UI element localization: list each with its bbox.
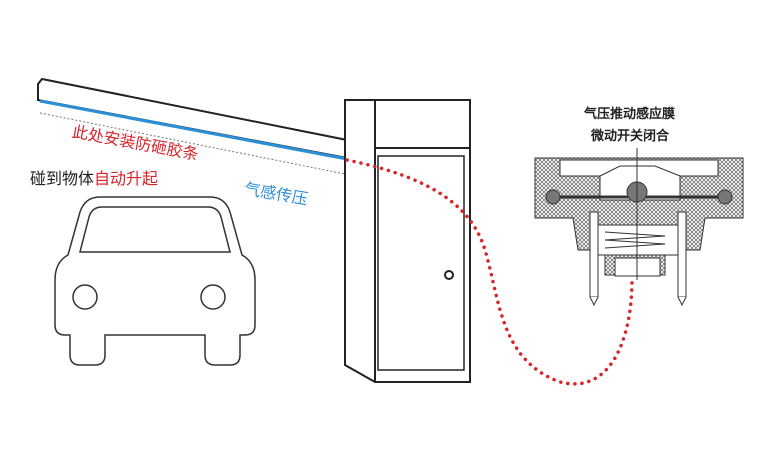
pin-left	[589, 211, 599, 298]
air-pressure-path	[345, 158, 634, 386]
barrier-cabinet	[344, 99, 471, 383]
spring	[604, 231, 666, 249]
sensor-diagram	[534, 148, 744, 307]
cabinet-door	[377, 155, 465, 371]
headlight-left	[72, 284, 98, 310]
rubber-strip	[39, 99, 348, 161]
pin-right	[677, 211, 687, 298]
touch-label-prefix: 碰到物体	[30, 169, 95, 188]
headlight-right	[200, 284, 226, 310]
door-knob	[444, 270, 454, 280]
car-icon	[54, 196, 256, 366]
touch-label-suffix: 自动升起	[94, 169, 159, 188]
sensor-label-line2: 微动开关闭合	[591, 129, 670, 144]
touch-label: 碰到物体自动升起	[30, 165, 158, 189]
sensor-label-line1: 气压推动感应膜	[584, 107, 676, 122]
